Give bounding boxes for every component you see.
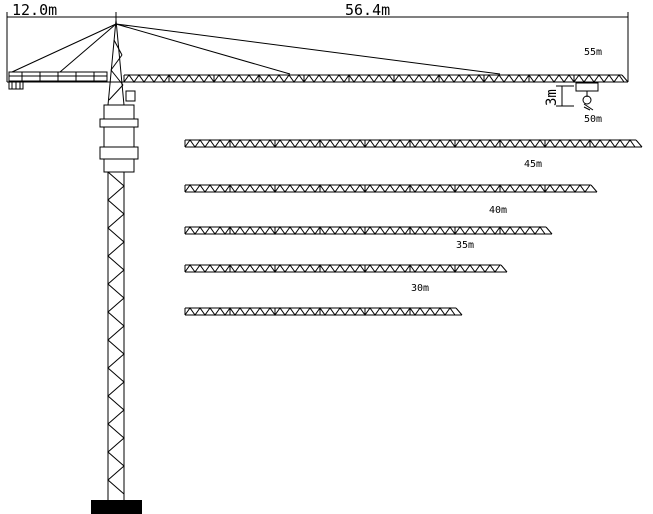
jib-50m-truss [184,139,643,148]
jib-55m-truss [123,74,629,83]
tie-rods [11,23,501,75]
hook-drop-label: 3m [544,89,560,106]
jib-length-30m: 30m [411,283,429,294]
counter-jib [8,71,108,90]
slewing-section [99,104,139,173]
jib-length-55m: 55m [584,47,602,58]
jib-length-40m: 40m [489,205,507,216]
jib-35m-truss [184,264,508,273]
jib-variants [123,74,643,316]
jib-length-35m: 35m [456,240,474,251]
jib-length-45m: 45m [524,159,542,170]
jib-30m-truss [184,307,463,316]
trolley-hook [556,82,599,111]
jib-40m-truss [184,226,553,235]
jib-length-label: 56.4m [345,1,390,19]
tower-mast [107,171,125,500]
jib-45m-truss [184,184,598,193]
tower-head [107,19,136,106]
counter-jib-length-label: 12.0m [12,1,57,19]
tower-base [91,500,142,514]
jib-length-50m: 50m [584,114,602,125]
